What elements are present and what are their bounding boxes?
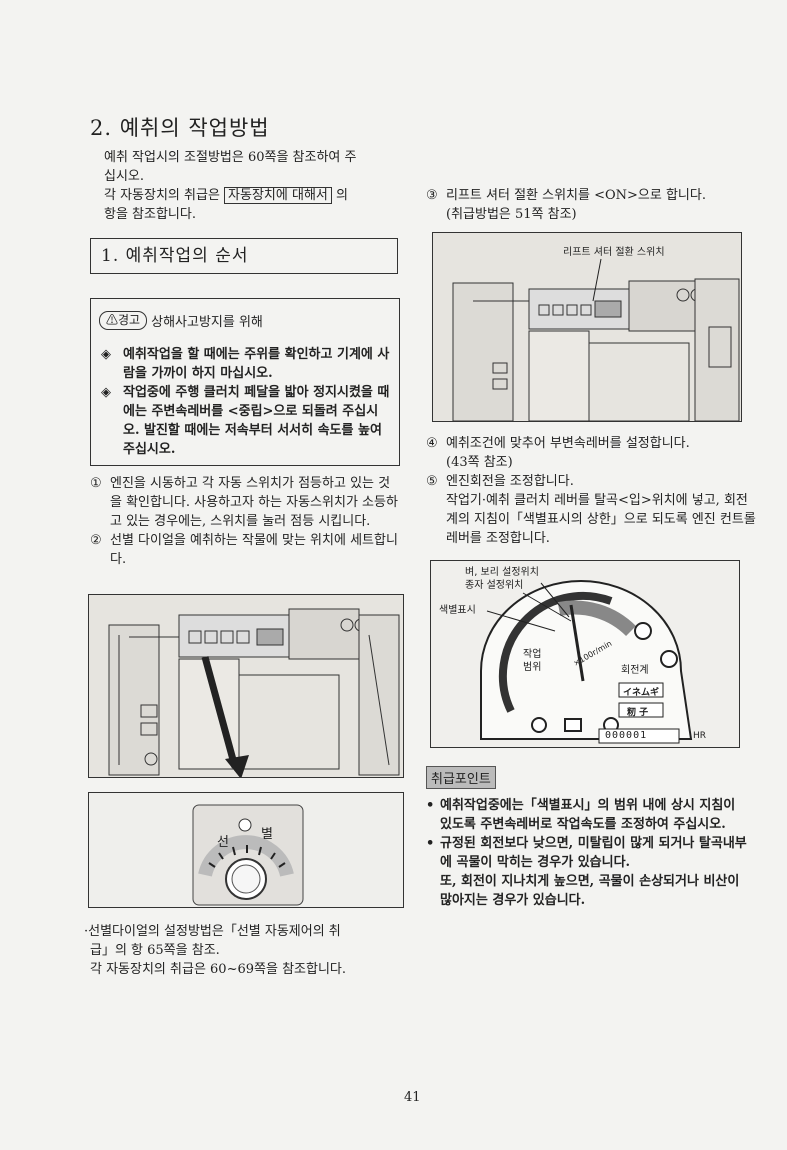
bullet-item: 또, 회전이 지나치게 높으면, 곡물이 손상되거나 비산이 많아지는 경우가 … bbox=[440, 874, 740, 908]
bullet-item: •규정된 회전보다 낮으면, 미탈립이 많게 되거나 탈곡내부에 곡물이 막히는… bbox=[426, 836, 747, 870]
intro-line: 예취 작업시의 조절방법은 60쪽을 참조하여 주 bbox=[104, 150, 357, 165]
battery-icon bbox=[564, 718, 582, 732]
handling-point-tag: 취급포인트 bbox=[426, 766, 496, 789]
label-work-range-1: 작업 bbox=[523, 649, 542, 660]
lift-shutter-label: 리프트 셔터 절환 스위치 bbox=[563, 247, 665, 258]
pointer-arrow bbox=[201, 656, 249, 777]
counter-unit: HR bbox=[693, 731, 707, 741]
note-line: 각 자동장치의 취급은 60~69쪽을 참조합니다. bbox=[90, 962, 346, 977]
label-seed-box: 籾 子 bbox=[627, 708, 649, 718]
panel-illustration bbox=[89, 595, 403, 777]
section-heading: 1. 예취작업의 순서 bbox=[90, 238, 398, 274]
figure-lift-shutter: 리프트 셔터 절환 스위치 bbox=[432, 232, 742, 422]
tacho-needle bbox=[569, 604, 585, 682]
counter-value: 000001 bbox=[605, 730, 648, 741]
warning-item: ◈작업중에 주행 클러치 페달을 밟아 정지시켰을 때에는 주변속레버를 <중립… bbox=[101, 385, 390, 457]
intro-line: 각 자동장치의 취급은 자동장치에 대해서 의 bbox=[104, 187, 348, 204]
warning-label: ⚠경고 bbox=[99, 311, 148, 330]
page-title: 2. 예취의 작업방법 bbox=[90, 116, 270, 140]
color-band bbox=[557, 600, 636, 637]
intro-text: 예취 작업시의 조절방법은 60쪽을 참조하여 주 십시오. 각 자동장치의 취… bbox=[104, 148, 404, 224]
figure-tachometer: 벼, 보리 설정위치 종자 설정위치 색별표시 작업 범위 회전계 ×100r/… bbox=[430, 560, 740, 748]
warning-triangle-icon: ⚠ bbox=[106, 313, 119, 327]
figure-dial: 선 별 bbox=[88, 792, 404, 908]
reference-box: 자동장치에 대해서 bbox=[224, 187, 332, 204]
figure-panel-switches bbox=[88, 594, 404, 778]
warning-heading: ⚠경고 상해사고방지를 위해 bbox=[99, 311, 263, 330]
dial-label-2: 별 bbox=[261, 827, 273, 842]
intro-line: 항을 참조합니다. bbox=[104, 207, 196, 222]
label-tachometer: 회전계 bbox=[621, 665, 649, 676]
dial-label-1: 선 bbox=[217, 835, 229, 850]
intro-line: 십시오. bbox=[104, 169, 145, 184]
warning-list: ◈예취작업을 할 때에는 주위를 확인하고 기계에 사람을 가까이 하지 마십시… bbox=[101, 345, 393, 459]
label-brand: イネムギ bbox=[623, 688, 660, 698]
lift-shutter-illustration bbox=[433, 233, 741, 421]
hour-counter bbox=[598, 728, 680, 744]
indicator-icon bbox=[634, 622, 652, 640]
bullet-item: •예취작업중에는「색별표시」의 범위 내에 상시 지침이 있도록 주변속레버로 … bbox=[426, 798, 736, 832]
page-number: 41 bbox=[404, 1090, 421, 1105]
selection-dial-illustration bbox=[192, 804, 304, 906]
label-work-range-2: 범위 bbox=[523, 662, 542, 673]
tachometer-illustration bbox=[480, 580, 693, 744]
note-left: ·선별다이얼의 설정방법은「선별 자동제어의 취 급」의 항 65쪽을 참조. … bbox=[84, 922, 404, 979]
oil-icon bbox=[531, 717, 547, 733]
warning-box: ⚠경고 상해사고방지를 위해 ◈예취작업을 할 때에는 주위를 확인하고 기계에… bbox=[90, 298, 400, 466]
label-seed-setting: 종자 설정위치 bbox=[465, 580, 524, 591]
note-line: 급」의 항 65쪽을 참조. bbox=[90, 943, 220, 958]
warning-item: ◈예취작업을 할 때에는 주위를 확인하고 기계에 사람을 가까이 하지 마십시… bbox=[101, 347, 390, 381]
label-rice-setting: 벼, 보리 설정위치 bbox=[465, 567, 539, 578]
label-color-mark: 색별표시 bbox=[439, 605, 476, 616]
indicator-icon bbox=[660, 650, 678, 668]
handling-points-list: •예취작업중에는「색별표시」의 범위 내에 상시 지침이 있도록 주변속레버로 … bbox=[426, 796, 751, 910]
note-line: ·선별다이얼의 설정방법은「선별 자동제어의 취 bbox=[84, 924, 341, 939]
